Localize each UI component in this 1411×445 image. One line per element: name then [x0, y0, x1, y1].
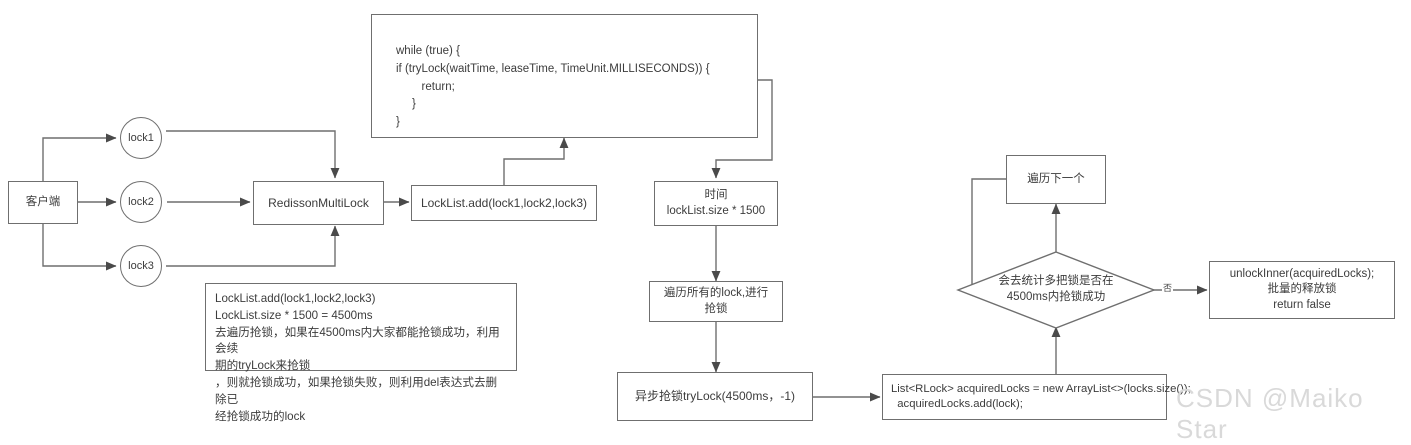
node-redisson-multilock-label: RedissonMultiLock — [268, 195, 369, 210]
node-acquired-locks[interactable]: List<RLock> acquiredLocks = new ArrayLis… — [882, 374, 1191, 420]
node-lock2-label: lock2 — [128, 195, 154, 208]
node-decision-label: 会去统计多把锁是否在 4500ms内抢锁成功 — [998, 275, 1114, 303]
node-code-block-label: while (true) { if (tryLock(waitTime, lea… — [396, 45, 710, 129]
node-lock3[interactable]: lock3 — [120, 245, 162, 287]
watermark: CSDN @Maiko Star — [1176, 383, 1411, 445]
node-decision[interactable]: 会去统计多把锁是否在 4500ms内抢锁成功 — [956, 250, 1156, 330]
node-next-one-label: 遍历下一个 — [1027, 172, 1085, 185]
node-lock2[interactable]: lock2 — [120, 181, 162, 223]
node-traverse-locks-label: 遍历所有的lock,进行 抢锁 — [663, 286, 769, 315]
node-locklist-add[interactable]: LockList.add(lock1,lock2,lock3) — [411, 185, 597, 221]
node-acquired-locks-label: List<RLock> acquiredLocks = new ArrayLis… — [891, 382, 1191, 410]
node-async-trylock-label: 异步抢锁tryLock(4500ms，-1) — [634, 389, 796, 404]
node-locklist-add-label: LockList.add(lock1,lock2,lock3) — [420, 195, 588, 210]
node-redisson-multilock[interactable]: RedissonMultiLock — [253, 181, 384, 225]
edge-label-decision-no: 否 — [1162, 281, 1174, 294]
edge-label-decision-no-text: 否 — [1163, 283, 1173, 293]
node-client[interactable]: 客户端 — [8, 181, 78, 224]
node-lock3-label: lock3 — [128, 259, 154, 272]
node-time-calc[interactable]: 时间 lockList.size * 1500 — [654, 181, 778, 226]
node-time-calc-label: 时间 lockList.size * 1500 — [666, 188, 766, 217]
connector-layer — [42, 79, 1208, 402]
node-annotation-note-label: LockList.add(lock1,lock2,lock3) LockList… — [215, 292, 500, 423]
node-lock1[interactable]: lock1 — [120, 117, 162, 159]
node-code-block[interactable]: while (true) { if (tryLock(waitTime, lea… — [371, 14, 758, 138]
node-traverse-locks[interactable]: 遍历所有的lock,进行 抢锁 — [649, 281, 783, 322]
node-client-label: 客户端 — [25, 195, 61, 208]
node-lock1-label: lock1 — [128, 131, 154, 144]
node-next-one[interactable]: 遍历下一个 — [1006, 155, 1106, 204]
node-unlock-inner-label: unlockInner(acquiredLocks); 批量的释放锁 retur… — [1229, 267, 1375, 311]
watermark-text: CSDN @Maiko Star — [1176, 383, 1364, 444]
node-async-trylock[interactable]: 异步抢锁tryLock(4500ms，-1) — [617, 372, 813, 421]
diamond-shape — [956, 251, 1156, 329]
node-annotation-note: LockList.add(lock1,lock2,lock3) LockList… — [205, 283, 517, 423]
node-unlock-inner[interactable]: unlockInner(acquiredLocks); 批量的释放锁 retur… — [1209, 261, 1395, 319]
flowchart-canvas: 客户端 lock1 lock2 lock3 RedissonMultiLock … — [8, 14, 1395, 444]
